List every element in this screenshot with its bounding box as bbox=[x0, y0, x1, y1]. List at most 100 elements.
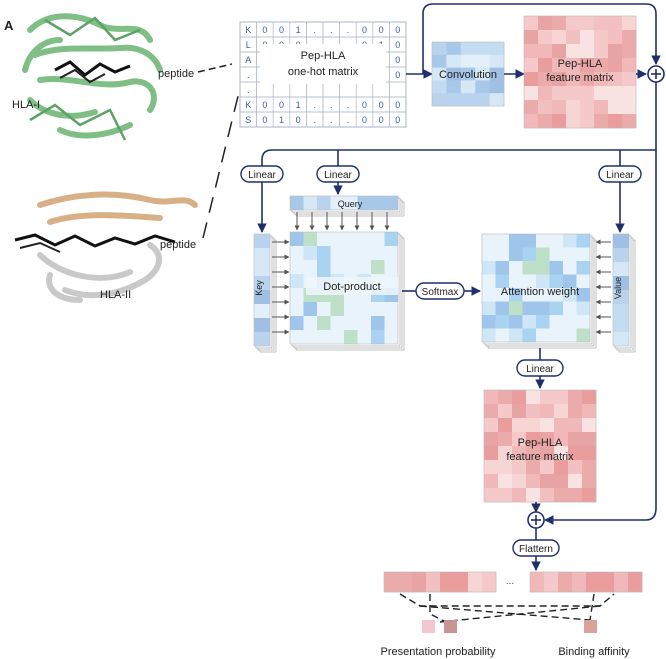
attention-cell bbox=[549, 247, 564, 262]
feature-bottom-cell bbox=[484, 390, 499, 405]
feature-bottom-cell bbox=[526, 446, 541, 461]
output-binding-label: Binding affinity bbox=[558, 646, 630, 658]
convolution-cell-block-cell bbox=[446, 93, 462, 107]
feature-top-cell bbox=[566, 114, 581, 129]
attention-cell bbox=[509, 274, 523, 289]
hla-i-label: HLA-I bbox=[12, 99, 40, 111]
flattened-right-cell bbox=[572, 572, 587, 593]
feature-bottom-cell bbox=[582, 474, 597, 489]
dot-product-cell bbox=[303, 316, 318, 331]
onehot-cell-text: . bbox=[313, 115, 316, 125]
attention-cell bbox=[482, 301, 496, 316]
convolution-cell-block-cell bbox=[489, 93, 505, 107]
key-border bbox=[253, 233, 271, 347]
convolution-cell-block-cell bbox=[432, 42, 447, 56]
attention-cell bbox=[482, 288, 496, 302]
dot-product-cell bbox=[317, 232, 331, 247]
dot-product-cell bbox=[357, 330, 372, 345]
convolution-cell-block-cell bbox=[460, 93, 476, 107]
onehot-cell-text: 0 bbox=[279, 100, 284, 110]
flattened-right-cell bbox=[544, 572, 559, 593]
onehot-cell-text: 0 bbox=[395, 70, 400, 80]
feature-bottom-cell bbox=[526, 460, 541, 475]
dot-product-cell bbox=[384, 316, 399, 331]
feature-bottom-cell bbox=[484, 446, 499, 461]
key-cell bbox=[254, 248, 271, 263]
onehot-cell-text: 0 bbox=[362, 100, 367, 110]
dot-product-cell bbox=[357, 246, 372, 261]
feature-bottom-cell bbox=[568, 460, 583, 475]
feature-matrix-top bbox=[523, 15, 637, 129]
convolution-cell-block-cell bbox=[475, 93, 490, 107]
feature-bottom-cell bbox=[554, 432, 569, 447]
attention-cell bbox=[536, 301, 550, 316]
attention-cell bbox=[495, 328, 510, 343]
projection-arrows bbox=[272, 212, 611, 335]
feature-top-cell bbox=[622, 100, 637, 115]
dot-product-cell bbox=[317, 246, 331, 261]
feature-bottom-cell bbox=[582, 460, 597, 475]
flattened-left-cell bbox=[426, 572, 441, 593]
dot-product-cell bbox=[357, 232, 372, 247]
feature-bottom-cell bbox=[568, 474, 583, 489]
feature-top-cell bbox=[580, 114, 595, 129]
feature-top-cell bbox=[566, 100, 581, 115]
dot-product-cell bbox=[344, 260, 358, 275]
feature-top-cell bbox=[538, 44, 553, 59]
onehot-cell-text: K bbox=[245, 100, 251, 110]
feature-top-cell bbox=[538, 86, 553, 101]
feature-bottom-cell bbox=[484, 488, 499, 503]
feature-bottom-cell bbox=[540, 474, 555, 489]
query-cell bbox=[384, 196, 399, 211]
feature-bottom-cell bbox=[498, 432, 513, 447]
onehot-cell-text: 0 bbox=[262, 100, 267, 110]
convolution-cell-block-cell bbox=[446, 67, 462, 81]
flattened-right-cell bbox=[628, 572, 643, 593]
feature-top-cell bbox=[580, 72, 595, 87]
feature-bottom-cell bbox=[554, 446, 569, 461]
convolution-cell-block-cell bbox=[432, 54, 447, 68]
key-cell bbox=[254, 234, 271, 249]
output-presentation-square-1 bbox=[422, 620, 435, 633]
onehot-cell-text: . bbox=[313, 100, 316, 110]
feature-top-cell bbox=[552, 86, 567, 101]
onehot-cell-text: K bbox=[245, 25, 251, 35]
dot-product-cell bbox=[290, 232, 304, 247]
feature-bottom-cell bbox=[582, 404, 597, 419]
peptide-label-2: peptide bbox=[160, 239, 196, 251]
value-cell bbox=[613, 332, 630, 347]
feature-top-cell bbox=[566, 44, 581, 59]
feature-bottom-cell bbox=[526, 432, 541, 447]
feature-bottom-cell bbox=[582, 418, 597, 433]
onehot-cell-text: 1 bbox=[279, 115, 284, 125]
feature-matrix-bottom-line1: Pep-HLA bbox=[518, 437, 563, 449]
flattened-vector-ellipsis: ... bbox=[506, 576, 514, 587]
feature-bottom-cell bbox=[526, 474, 541, 489]
feature-top-cell bbox=[524, 100, 539, 115]
attention-cell bbox=[495, 301, 510, 316]
dot-product-cell bbox=[290, 260, 304, 275]
onehot-caption-line1: Pep-HLA bbox=[301, 50, 346, 62]
svg-text:Flattern: Flattern bbox=[519, 544, 553, 555]
convolution-cell-block-cell bbox=[475, 67, 490, 81]
branch-line bbox=[261, 82, 657, 166]
feature-top-cell bbox=[538, 72, 553, 87]
feature-top-cell bbox=[524, 44, 539, 59]
convolution-cell-block-cell bbox=[432, 80, 447, 94]
value-cell bbox=[613, 262, 630, 277]
feature-bottom-cell bbox=[484, 404, 499, 419]
attention-cell bbox=[536, 315, 550, 329]
feature-top-cell bbox=[552, 114, 567, 129]
onehot-cell-text: 0 bbox=[395, 25, 400, 35]
attention-cell bbox=[522, 328, 537, 343]
feature-top-cell bbox=[608, 100, 623, 115]
output-presentation-square-2 bbox=[444, 620, 457, 633]
attention-cell bbox=[536, 274, 550, 289]
attention-cell bbox=[576, 234, 591, 248]
attention-cell bbox=[576, 288, 591, 302]
linear-value: Linear bbox=[598, 165, 642, 183]
value-border bbox=[612, 233, 630, 347]
attention-cell bbox=[482, 274, 496, 289]
dot-product-label: Dot-product bbox=[323, 281, 380, 293]
feature-matrix-bottom-line2: feature matrix bbox=[506, 451, 574, 463]
